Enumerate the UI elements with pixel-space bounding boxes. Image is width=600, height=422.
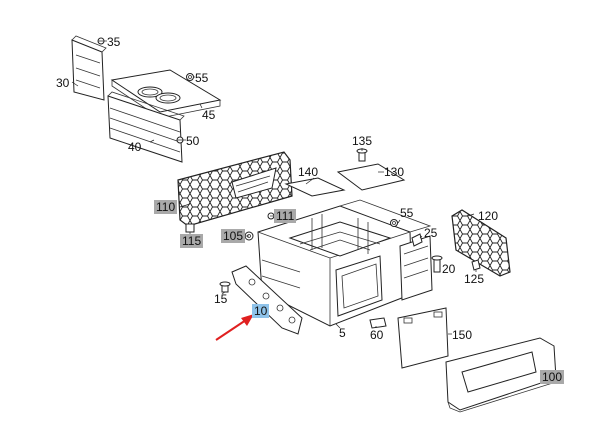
part-55-clip-side xyxy=(390,219,398,227)
part-label-45[interactable]: 45 xyxy=(202,108,216,122)
part-label-105[interactable]: 105 xyxy=(221,229,246,243)
part-label-135[interactable]: 135 xyxy=(352,134,373,148)
part-label-130[interactable]: 130 xyxy=(384,165,405,179)
part-label-150[interactable]: 150 xyxy=(452,328,473,342)
part-label-110[interactable]: 110 xyxy=(154,200,178,214)
part-120-right-grille xyxy=(451,209,511,277)
part-label-120[interactable]: 120 xyxy=(478,209,499,223)
part-55-clip-top xyxy=(186,73,194,81)
part-10-plate xyxy=(231,265,303,335)
part-110-left-grille xyxy=(177,151,293,227)
part-130-pad xyxy=(336,163,406,191)
red-arrow-icon xyxy=(215,314,254,341)
part-label-25[interactable]: 25 xyxy=(424,226,438,240)
part-label-20[interactable]: 20 xyxy=(442,262,456,276)
part-label-140[interactable]: 140 xyxy=(298,165,319,179)
part-60-clip xyxy=(369,317,387,329)
part-5-main-housing xyxy=(257,199,433,327)
part-30-bracket xyxy=(71,35,107,101)
part-label-15[interactable]: 15 xyxy=(214,292,228,306)
part-20-screw xyxy=(431,255,443,273)
part-label-100[interactable]: 100 xyxy=(540,370,565,384)
part-45-tray xyxy=(110,69,222,119)
part-label-55-top[interactable]: 55 xyxy=(195,71,209,85)
part-label-50[interactable]: 50 xyxy=(186,134,200,148)
part-label-111[interactable]: 111 xyxy=(274,209,297,223)
part-150-cover xyxy=(397,307,449,369)
part-25-clip xyxy=(411,233,423,247)
part-140-pad xyxy=(284,177,346,197)
part-15-screw xyxy=(219,281,231,293)
part-label-30[interactable]: 30 xyxy=(56,76,70,90)
part-label-5[interactable]: 5 xyxy=(339,326,346,340)
part-100-bezel xyxy=(445,337,557,413)
part-label-60[interactable]: 60 xyxy=(370,328,384,342)
part-label-35[interactable]: 35 xyxy=(107,35,121,49)
part-label-40[interactable]: 40 xyxy=(128,140,142,154)
part-115-clip xyxy=(185,223,195,233)
part-label-10[interactable]: 10 xyxy=(252,304,270,318)
part-label-125[interactable]: 125 xyxy=(464,272,485,286)
part-35-screw xyxy=(97,37,105,45)
part-40-rail-frame xyxy=(107,91,185,163)
part-label-115[interactable]: 115 xyxy=(180,234,204,248)
part-125-clip xyxy=(471,259,481,271)
part-label-55-side[interactable]: 55 xyxy=(400,206,414,220)
